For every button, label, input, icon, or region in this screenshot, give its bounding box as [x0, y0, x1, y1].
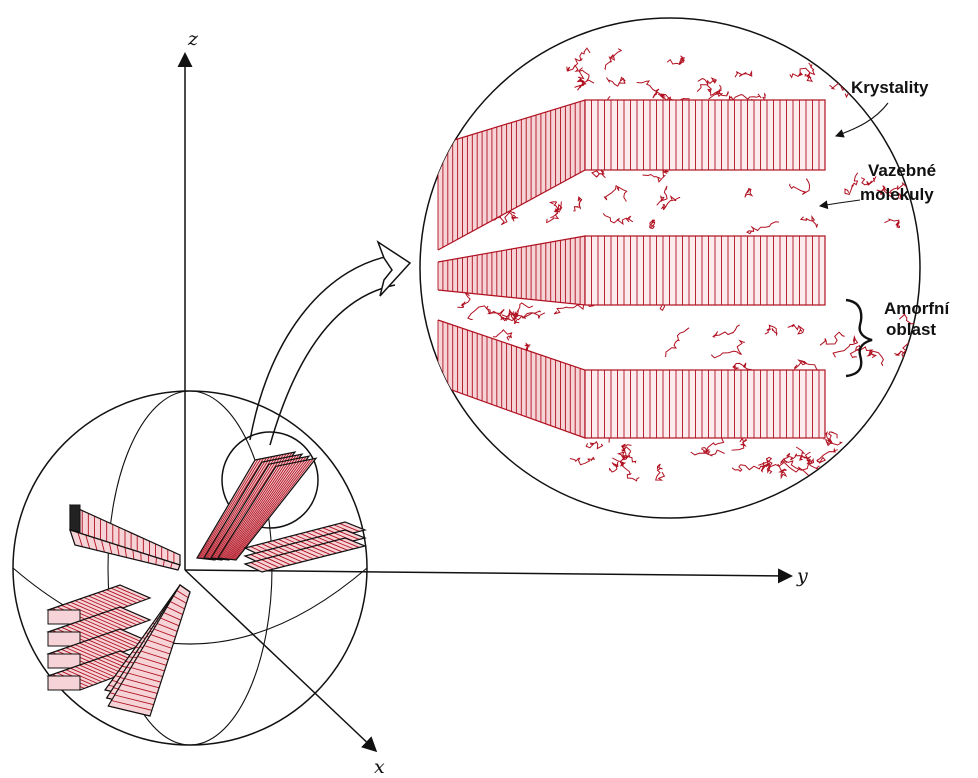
- amorphous-chain-2: [745, 189, 752, 198]
- crystalline-lamellae: [438, 100, 825, 438]
- callouts: Krystality Vazebné molekuly Amorfní obla…: [820, 78, 950, 376]
- amorphous-label-line2: oblast: [886, 320, 936, 339]
- amorphous-chain-22: [604, 186, 627, 202]
- amorphous-chain-50: [820, 332, 845, 345]
- y-axis-label: y: [796, 565, 808, 587]
- amorphous-chain-76: [698, 78, 717, 85]
- z-axis-label: z: [187, 28, 199, 50]
- crystal-band-1: [438, 100, 825, 250]
- amorphous-chain-46: [665, 328, 689, 357]
- amorphous-chain-11: [845, 173, 858, 195]
- amorphous-chain-23: [747, 222, 779, 234]
- lamella-lower-left-side-3: [48, 654, 80, 668]
- amorphous-chain-29: [468, 306, 504, 320]
- amorphous-chain-60: [605, 49, 622, 69]
- amorphous-chain-96: [612, 452, 630, 465]
- magnify-arrow-upper: [250, 255, 395, 440]
- lamella-upper-left-end: [70, 505, 80, 532]
- tie-molecules-label-line1: Vazebné: [868, 161, 936, 180]
- amorphous-chain-100: [732, 462, 765, 471]
- lamella-lower-left-side-4: [48, 676, 80, 690]
- amorphous-chain-15: [884, 219, 899, 227]
- amorphous-chain-92: [586, 442, 602, 449]
- crystal-band-2: [438, 236, 825, 305]
- amorphous-chain-53: [667, 56, 684, 65]
- tie-molecules-label-line2: molekuly: [860, 185, 934, 204]
- amorphous-chain-1: [662, 197, 680, 210]
- crystallites-label: Krystality: [851, 78, 929, 97]
- amorphous-chain-75: [567, 65, 589, 81]
- amorphous-chain-20: [603, 213, 633, 224]
- lamella-lower-left-side-2: [48, 632, 80, 646]
- amorphous-chain-19: [592, 171, 605, 178]
- amorphous-chain-58: [577, 68, 584, 82]
- amorphous-chain-90: [824, 433, 842, 446]
- amorphous-label-line1: Amorfní: [884, 299, 950, 318]
- amorphous-chain-89: [778, 464, 787, 478]
- amorphous-chain-7: [643, 171, 669, 182]
- amorphous-chain-77: [637, 81, 659, 98]
- tie-molecules-pointer: [820, 200, 860, 206]
- amorphous-brace: [846, 300, 872, 376]
- amorphous-chain-69: [735, 72, 752, 78]
- amorphous-chain-104: [835, 460, 854, 473]
- amorphous-chain-44: [713, 325, 740, 337]
- amorphous-chain-18: [790, 179, 810, 195]
- amorphous-chain-42: [493, 330, 512, 341]
- amorphous-chain-25: [573, 197, 581, 211]
- magnification-arrows: [250, 242, 410, 445]
- amorphous-chain-14: [650, 220, 655, 228]
- amorphous-chain-49: [788, 324, 804, 334]
- amorphous-chain-63: [790, 68, 811, 77]
- lamella-stacks: [48, 452, 365, 716]
- amorphous-chain-55: [573, 48, 590, 68]
- amorphous-chain-21: [657, 186, 667, 205]
- y-axis: [185, 570, 790, 576]
- amorphous-chain-38: [457, 292, 470, 308]
- amorphous-chain-85: [702, 448, 725, 456]
- amorphous-chain-40: [765, 325, 777, 334]
- amorphous-chain-52: [868, 350, 884, 366]
- crystal-band-3: [438, 320, 825, 438]
- amorphous-chain-10: [801, 217, 818, 228]
- amorphous-chain-102: [609, 463, 618, 473]
- amorphous-chain-103: [656, 464, 665, 480]
- amorphous-chain-87: [570, 457, 594, 464]
- magnify-arrow-head: [378, 242, 410, 296]
- amorphous-chain-34: [711, 341, 745, 358]
- amorphous-chain-80: [869, 437, 885, 450]
- amorphous-chain-93: [732, 438, 747, 450]
- lamella-lower-left-side-1: [48, 610, 80, 624]
- magnified-view: [420, 18, 922, 518]
- x-axis-label: x: [374, 756, 385, 778]
- amorphous-chain-72: [835, 67, 848, 75]
- x-axis: [185, 570, 375, 750]
- amorphous-chain-66: [607, 77, 626, 86]
